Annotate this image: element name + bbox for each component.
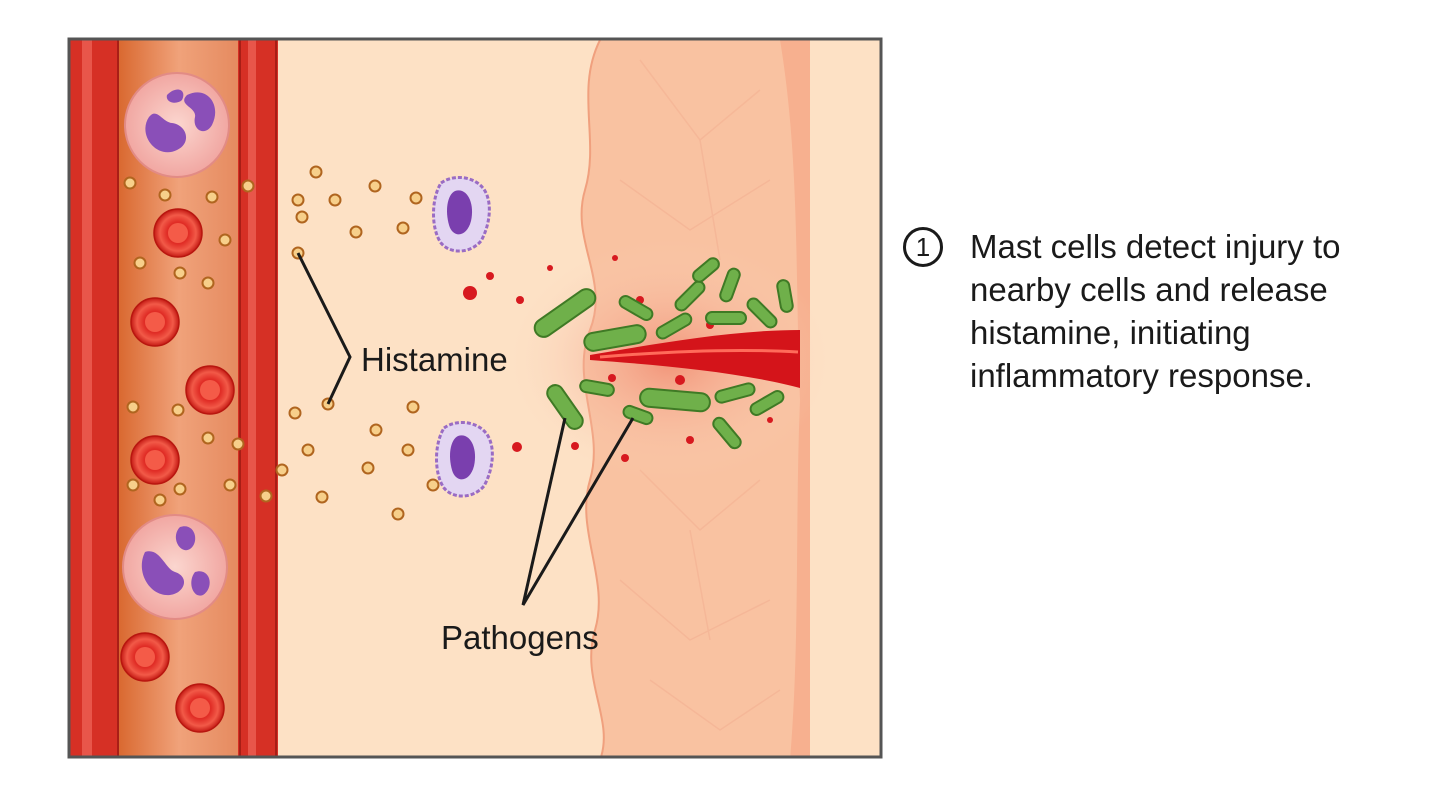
blood-droplet: [621, 454, 629, 462]
histamine-granule-icon: [349, 225, 363, 239]
histamine-granules: [123, 165, 440, 521]
mast-cell-icon: [432, 175, 491, 253]
histamine-granule-icon: [309, 165, 323, 179]
histamine-granule-icon: [288, 406, 302, 420]
bacterium-icon: [579, 379, 615, 397]
histamine-granule-icon: [126, 400, 140, 414]
vessel-wall-left-highlight: [82, 40, 92, 756]
blood-droplet: [675, 375, 685, 385]
histamine-granule-icon: [406, 400, 420, 414]
bacterium-icon: [719, 267, 741, 303]
red-blood-cell-icon: [120, 632, 170, 682]
histamine-granule-icon: [223, 478, 237, 492]
bacterium-icon: [712, 416, 742, 450]
histamine-granule-icon: [396, 221, 410, 235]
bacterium-icon: [692, 257, 720, 283]
mast-cell-icon: [435, 420, 494, 498]
bacterium-icon: [533, 288, 597, 338]
histamine-granule-icon: [291, 193, 305, 207]
histamine-granule-icon: [391, 507, 405, 521]
red-blood-cell-icon: [130, 297, 180, 347]
red-blood-cells: [120, 208, 235, 733]
skin-texture: [619, 59, 781, 731]
blood-droplet: [767, 417, 773, 423]
vessel-wall-right-highlight: [248, 40, 256, 756]
blood-droplet: [571, 442, 579, 450]
step-line-2: nearby cells and release: [970, 271, 1328, 308]
histamine-granule-icon: [401, 443, 415, 457]
neutrophil-icon: [122, 514, 228, 620]
histamine-granule-icon: [123, 176, 137, 190]
bacterium-icon: [749, 390, 785, 416]
bacterium-icon: [714, 382, 756, 404]
skin-surface: [780, 40, 810, 756]
bacterium-icon: [705, 311, 747, 325]
blood-droplet: [516, 296, 524, 304]
histamine-granule-icon: [426, 478, 440, 492]
blood-droplet: [512, 442, 522, 452]
red-blood-cell-icon: [130, 435, 180, 485]
blood-droplet: [612, 255, 618, 261]
histamine-granule-icon: [201, 431, 215, 445]
step-line-4: inflammatory response.: [970, 357, 1313, 394]
diagram-frame: [67, 37, 883, 759]
histamine-granule-icon: [241, 179, 255, 193]
bacterium-icon: [776, 279, 794, 313]
pathogens: [533, 257, 794, 450]
histamine-granule-icon: [126, 478, 140, 492]
blood-droplet: [686, 436, 694, 444]
histamine-granule-icon: [201, 276, 215, 290]
bacterium-icon: [655, 312, 693, 340]
histamine-label: Histamine: [361, 341, 508, 378]
histamine-granule-icon: [205, 190, 219, 204]
step-number-badge: 1: [903, 227, 943, 267]
step-description: Mast cells detect injury to nearby cells…: [970, 225, 1340, 397]
histamine-granule-icon: [361, 461, 375, 475]
bacterium-icon: [674, 280, 706, 312]
histamine-granule-icon: [259, 489, 273, 503]
histamine-granule-icon: [409, 191, 423, 205]
blood-droplet: [463, 286, 477, 300]
histamine-granule-icon: [133, 256, 147, 270]
histamine-leader-lines: [296, 252, 352, 405]
histamine-granule-icon: [173, 482, 187, 496]
wound-highlight: [599, 348, 799, 359]
wound-cut: [590, 330, 800, 388]
step-line-1: Mast cells detect injury to: [970, 228, 1341, 265]
red-blood-cell-icon: [175, 683, 225, 733]
pathogens-label: Pathogens: [441, 619, 599, 656]
bacterium-icon: [746, 297, 778, 329]
histamine-granule-icon: [301, 443, 315, 457]
histamine-granule-icon: [158, 188, 172, 202]
bacterium-icon: [618, 295, 654, 321]
histamine-granule-icon: [369, 423, 383, 437]
histamine-granule-icon: [173, 266, 187, 280]
histamine-granule-icon: [295, 210, 309, 224]
bacterium-icon: [622, 404, 654, 426]
vessel-wall-right: [238, 40, 278, 756]
histamine-granule-icon: [153, 493, 167, 507]
histamine-granule-icon: [275, 463, 289, 477]
vessel-wall-left: [70, 40, 118, 756]
pathogens-leader-lines: [521, 417, 635, 606]
bacterium-icon: [639, 387, 711, 413]
bacterium-icon: [583, 324, 647, 352]
histamine-granule-icon: [218, 233, 232, 247]
red-blood-cell-icon: [185, 365, 235, 415]
histamine-granule-icon: [315, 490, 329, 504]
blood-droplet: [608, 374, 616, 382]
histamine-granule-icon: [171, 403, 185, 417]
histamine-granule-icon: [368, 179, 382, 193]
red-blood-cell-icon: [153, 208, 203, 258]
neutrophil-icon: [124, 72, 230, 178]
histamine-granule-icon: [328, 193, 342, 207]
histamine-granule-icon: [231, 437, 245, 451]
bacterium-icon: [546, 384, 584, 430]
blood-droplet: [547, 265, 553, 271]
blood-droplet: [486, 272, 494, 280]
step-line-3: histamine, initiating: [970, 314, 1251, 351]
